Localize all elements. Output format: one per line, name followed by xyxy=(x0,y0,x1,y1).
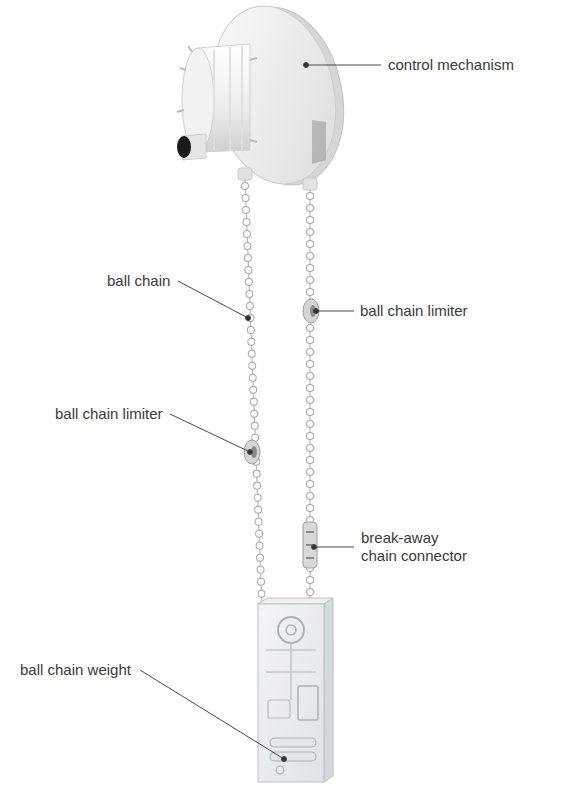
part-label: ball chain weight xyxy=(20,661,131,679)
control-mechanism xyxy=(177,0,359,197)
part-label: ball chain limiter xyxy=(360,302,468,320)
part-label: ball chain xyxy=(107,272,170,290)
ball-chain-limiter xyxy=(244,299,319,464)
part-label: break-away chain connector xyxy=(361,529,473,565)
part-label: ball chain limiter xyxy=(55,405,163,423)
ball-chain-weight xyxy=(258,598,333,782)
break-away-connector xyxy=(303,522,317,568)
leader-lines xyxy=(140,63,381,762)
part-label: control mechanism xyxy=(388,56,514,74)
ball-chain xyxy=(245,180,310,606)
